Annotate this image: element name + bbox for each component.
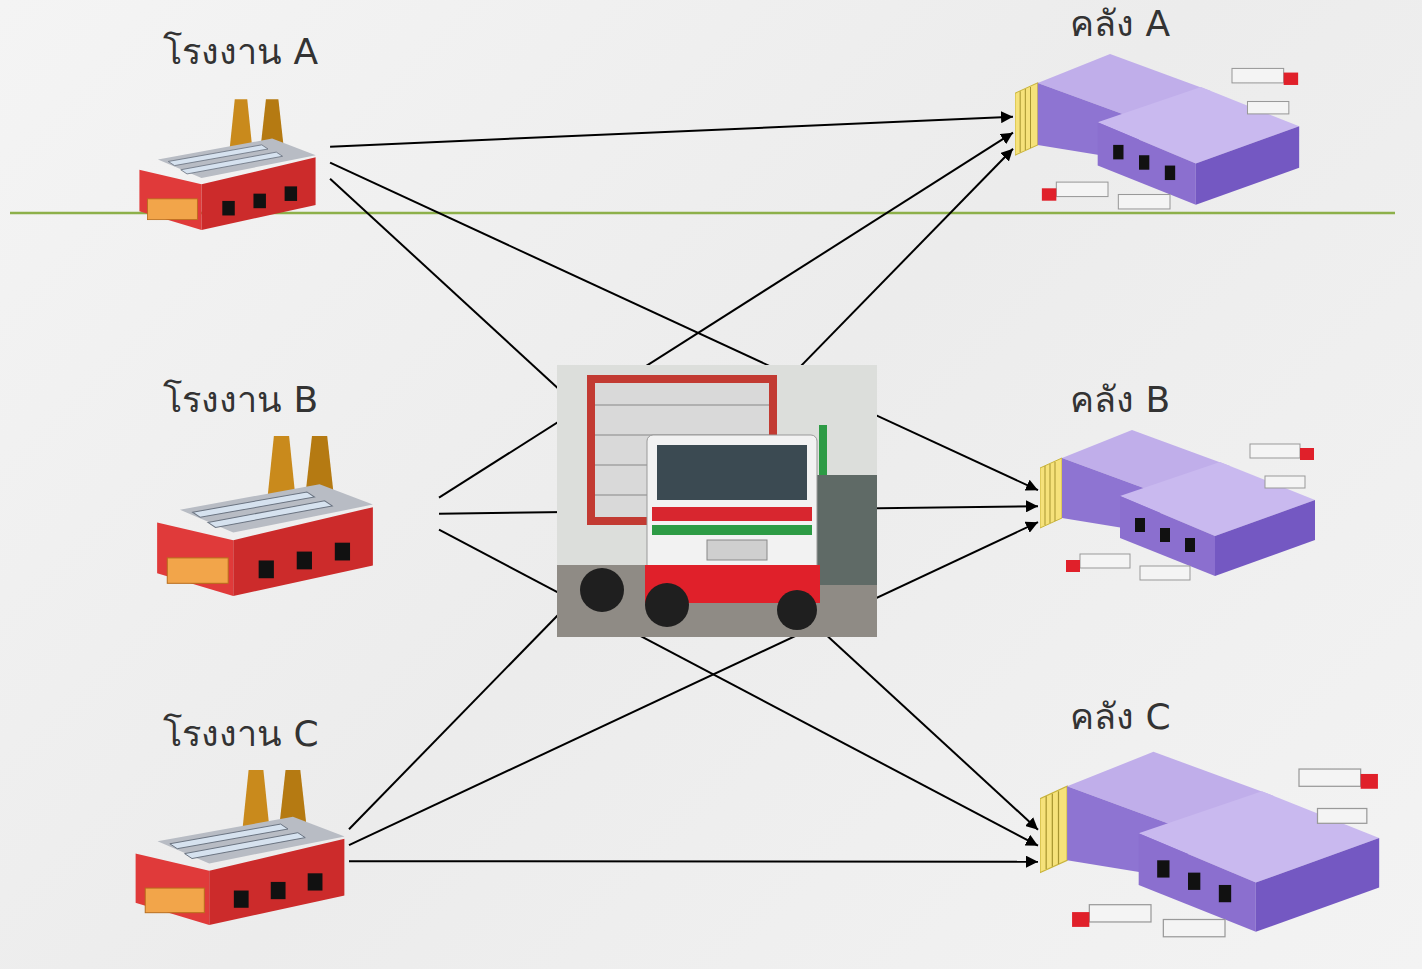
factory-icon [95, 431, 435, 596]
truck-wheel [645, 583, 689, 627]
truck-windshield [657, 445, 807, 500]
warehouse-node: คลัง A [1015, 2, 1325, 220]
flow-arrow [439, 530, 1038, 846]
node-label: คลัง A [1070, 2, 1170, 45]
warehouse-icon [1040, 421, 1340, 591]
truck-stripe-green [652, 525, 812, 535]
warehouse-drawing [1040, 430, 1315, 580]
flow-arrow [349, 860, 1038, 863]
factory-icon [135, 95, 320, 230]
photo-sky [557, 365, 877, 637]
factory-icon [135, 765, 345, 925]
truck-photo [557, 365, 877, 637]
node-label: คลัง B [1070, 378, 1170, 421]
node-label: โรงงาน B [163, 378, 318, 421]
flow-arrow [330, 179, 1038, 830]
warehouse-node: คลัง C [1040, 695, 1410, 953]
flow-arrow [330, 117, 1013, 147]
truck-stripe [652, 507, 812, 521]
flow-arrow [349, 522, 1038, 845]
warehouse-drawing [1040, 752, 1379, 937]
warehouse-drawing [1015, 54, 1299, 209]
truck-wheel [580, 568, 624, 612]
node-label: โรงงาน A [163, 30, 318, 73]
truck-grille [707, 540, 767, 560]
factory-drawing [157, 436, 373, 596]
flow-arrow [349, 149, 1013, 830]
factory-drawing [135, 770, 344, 925]
factory-node: โรงงาน C [135, 712, 345, 925]
node-label: โรงงาน C [163, 712, 319, 755]
factory-drawing [139, 99, 316, 230]
green-divider-line [10, 212, 1395, 215]
truck-wheel [777, 590, 817, 630]
truck-mirror [819, 425, 827, 475]
warehouse-icon [1015, 45, 1325, 220]
warehouse-icon [1040, 738, 1410, 953]
factory-node: โรงงาน B [95, 378, 435, 596]
truck-cab [647, 435, 817, 580]
warehouse-node: คลัง B [1040, 378, 1340, 591]
factory-node: โรงงาน A [135, 30, 326, 230]
node-label: คลัง C [1070, 695, 1171, 738]
